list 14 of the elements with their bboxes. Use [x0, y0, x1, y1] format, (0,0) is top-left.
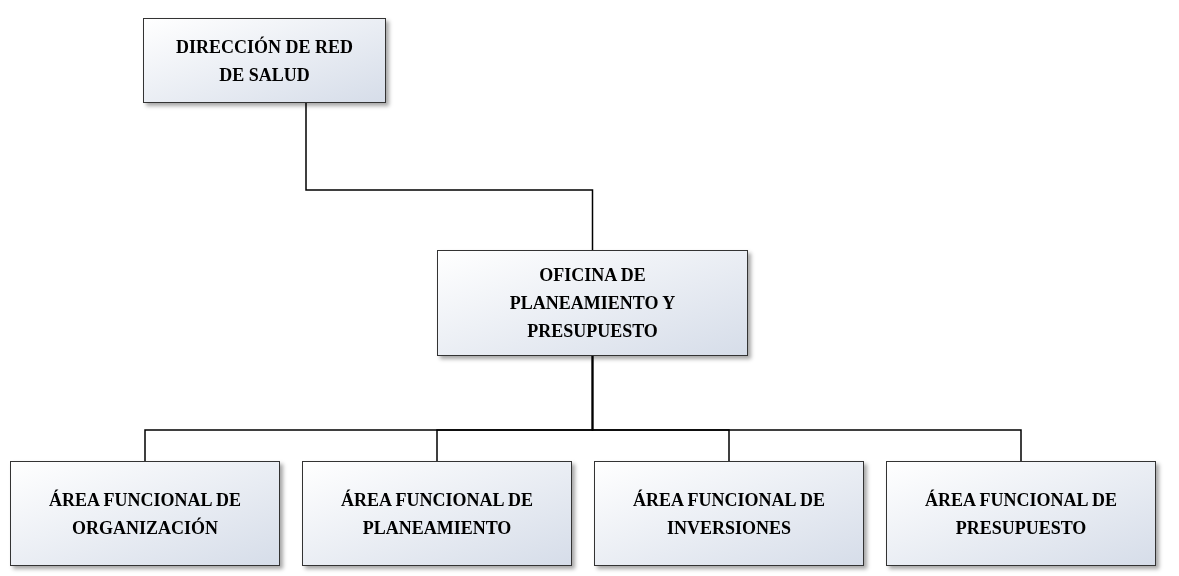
box-title: ÁREA FUNCIONAL DE PRESUPUESTO [924, 488, 1118, 540]
box-title: OFICINA DE PLANEAMIENTO Y PRESUPUESTO [508, 264, 677, 343]
org-box [143, 18, 386, 103]
box-title: DIRECCIÓN DE RED DE SALUD [175, 35, 354, 87]
org-box [10, 461, 280, 566]
box-title: ÁREA FUNCIONAL DE INVERSIONES [632, 488, 826, 540]
box-title: ÁREA FUNCIONAL DE ORGANIZACIÓN [48, 488, 242, 540]
org-box [886, 461, 1156, 566]
connector-line [591, 355, 1022, 462]
org-box [594, 461, 864, 566]
box-title: ÁREA FUNCIONAL DE PLANEAMIENTO [340, 488, 534, 540]
connector-line [305, 102, 594, 251]
org-box [437, 250, 748, 356]
org-box [302, 461, 572, 566]
